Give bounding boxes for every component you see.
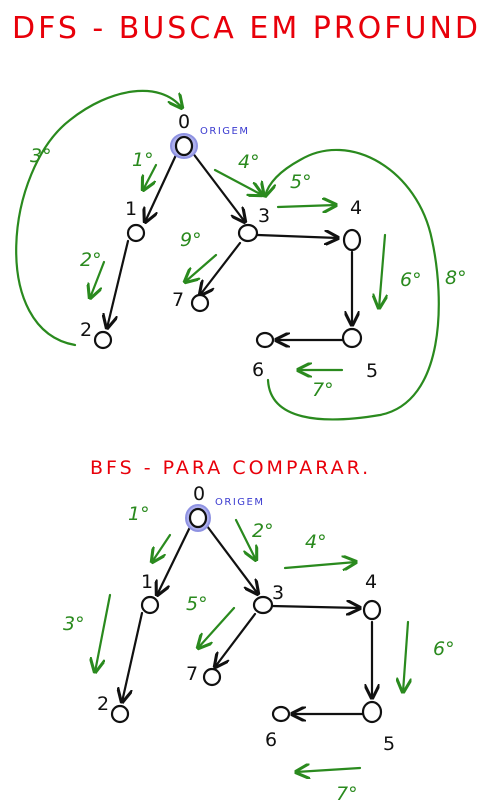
dfs-step-6-arrow — [379, 233, 385, 308]
dfs-node-0 — [174, 135, 194, 157]
dfs-edge-3-7 — [200, 241, 242, 295]
bfs-node-2 — [110, 704, 130, 724]
bfs-origin-label: ORIGEM — [215, 497, 264, 508]
dfs-step-8-label: 8° — [445, 267, 467, 289]
dfs-node-5-label: 5 — [366, 360, 378, 382]
dfs-step-9-arrow — [185, 253, 218, 282]
dfs-edge-0-3 — [190, 150, 245, 222]
bfs-node-7 — [202, 667, 222, 687]
dfs-node-4 — [342, 228, 362, 252]
dfs-step-4-label: 4° — [238, 151, 260, 173]
dfs-node-6-label: 6 — [252, 359, 264, 381]
dfs-node-7 — [190, 293, 210, 313]
bfs-step-5-arrow — [198, 606, 236, 648]
dfs-node-1 — [126, 223, 146, 243]
dfs-node-0-label: 0 — [178, 111, 190, 133]
bfs-edge-3-4 — [270, 606, 360, 608]
dfs-node-5 — [341, 327, 363, 349]
bfs-node-1-label: 1 — [141, 571, 153, 593]
bfs-node-3 — [252, 595, 274, 615]
bfs-node-5-label: 5 — [383, 733, 395, 755]
dfs-step-1-arrow — [143, 163, 158, 190]
bfs-node-1 — [140, 595, 160, 615]
page-title: DFS - BUSCA EM PROFUNDIDADE — [12, 11, 481, 46]
dfs-step-1-label: 1° — [132, 149, 154, 171]
bfs-step-7-arrow — [296, 768, 362, 772]
bfs-step-6-arrow — [403, 620, 408, 692]
bfs-step-2-label: 2° — [252, 520, 274, 542]
bfs-node-3-label: 3 — [272, 582, 284, 604]
dfs-graph: 0 1 2 3 4 5 6 7 ORIGEM 1° 2° 3° 4° 5° 6°… — [15, 89, 467, 421]
bfs-step-4-label: 4° — [305, 531, 327, 553]
dfs-node-4-label: 4 — [350, 197, 362, 219]
dfs-node-2 — [93, 330, 113, 350]
bfs-step-7-label: 7° — [336, 783, 358, 805]
dfs-edge-3-4 — [256, 235, 338, 238]
dfs-origin-label: ORIGEM — [200, 126, 249, 137]
dfs-step-3-arrow — [15, 89, 182, 347]
bfs-step-6-label: 6° — [433, 638, 455, 660]
dfs-node-7-label: 7 — [172, 289, 184, 311]
dfs-step-8-arrow — [265, 148, 440, 421]
bfs-step-2-arrow — [234, 518, 256, 560]
bfs-edge-1-2 — [122, 611, 144, 702]
bfs-node-7-label: 7 — [186, 663, 198, 685]
dfs-node-1-label: 1 — [125, 198, 137, 220]
dfs-step-4-arrow — [213, 168, 262, 195]
bfs-edge-0-1 — [157, 525, 192, 595]
bfs-edge-3-7 — [215, 612, 257, 667]
dfs-step-2-arrow — [90, 260, 106, 298]
dfs-step-5-label: 5° — [290, 171, 312, 193]
dfs-step-7-label: 7° — [312, 379, 334, 401]
bfs-step-5-label: 5° — [186, 593, 208, 615]
bfs-graph: 0 1 2 3 4 5 6 7 ORIGEM 1° 2° 3° 4° 5° 6°… — [63, 483, 455, 805]
dfs-step-2-label: 2° — [80, 249, 102, 271]
dfs-node-6 — [255, 331, 275, 349]
bfs-node-6 — [271, 705, 291, 723]
dfs-step-6-label: 6° — [400, 269, 422, 291]
dfs-step-3-label: 3° — [30, 145, 52, 167]
bfs-step-3-arrow — [95, 593, 112, 672]
dfs-edge-0-1 — [145, 153, 178, 222]
dfs-node-2-label: 2 — [80, 319, 92, 341]
dfs-step-9-label: 9° — [180, 229, 202, 251]
dfs-node-3-label: 3 — [258, 205, 270, 227]
dfs-edge-1-2 — [107, 239, 130, 328]
bfs-subtitle: BFS - PARA COMPARAR. — [90, 457, 371, 479]
bfs-edge-0-3 — [205, 524, 258, 594]
bfs-node-2-label: 2 — [97, 693, 109, 715]
bfs-node-0 — [188, 507, 208, 529]
bfs-step-1-arrow — [152, 533, 172, 562]
bfs-node-0-label: 0 — [193, 483, 205, 505]
bfs-node-5 — [361, 700, 383, 724]
bfs-node-6-label: 6 — [265, 729, 277, 751]
dfs-step-5-arrow — [276, 205, 336, 207]
bfs-step-1-label: 1° — [128, 503, 150, 525]
bfs-step-4-arrow — [283, 562, 356, 568]
dfs-node-3 — [237, 223, 259, 243]
bfs-step-3-label: 3° — [63, 613, 85, 635]
bfs-node-4 — [362, 599, 382, 621]
bfs-node-4-label: 4 — [365, 571, 377, 593]
